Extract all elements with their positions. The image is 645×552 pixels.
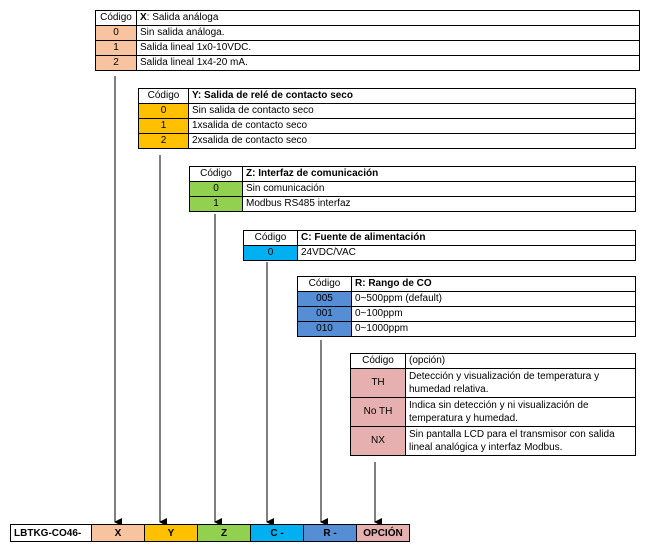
model-x: X — [91, 524, 145, 542]
code-header: Código — [95, 10, 137, 26]
table-title: Y: Salida de relé de contacto seco — [188, 88, 636, 104]
model-y: Y — [144, 524, 198, 542]
row-desc: Sin salida análoga. — [136, 25, 640, 41]
table-y-relay-output: Código Y: Salida de relé de contacto sec… — [138, 88, 636, 149]
row-code: NX — [350, 426, 406, 456]
row-code: TH — [350, 368, 406, 398]
model-z: Z — [197, 524, 251, 542]
row-desc: Salida lineal 1x4-20 mA. — [136, 55, 640, 71]
code-header: Código — [350, 353, 406, 369]
table-r-co-range: Código R: Rango de CO 005 0~500ppm (defa… — [297, 276, 636, 337]
row-code: 010 — [297, 321, 352, 337]
table-row: 1 Modbus RS485 interfaz — [189, 196, 636, 212]
table-row: 0 Sin salida análoga. — [95, 25, 640, 41]
table-row: NX Sin pantalla LCD para el transmisor c… — [350, 426, 636, 456]
title-prefix: X — [140, 12, 147, 23]
table-title: C: Fuente de alimentación — [297, 230, 636, 246]
model-c: C - — [250, 524, 304, 542]
row-desc: 0~100ppm — [351, 306, 636, 322]
row-desc: 2xsalida de contacto seco — [188, 133, 636, 149]
row-desc: 24VDC/VAC — [297, 245, 636, 261]
row-code: 0 — [95, 25, 137, 41]
code-header: Código — [297, 276, 352, 292]
table-row: 005 0~500ppm (default) — [297, 291, 636, 307]
row-desc: Sin comunicación — [242, 181, 636, 197]
row-desc: Detección y visualización de temperatura… — [405, 368, 636, 398]
row-desc: Sin salida de contacto seco — [188, 103, 636, 119]
row-code: 0 — [138, 103, 189, 119]
code-header: Código — [189, 166, 243, 182]
table-title: R: Rango de CO — [351, 276, 636, 292]
table-title: Z: Interfaz de comunicación — [242, 166, 636, 182]
model-option: OPCIÓN — [356, 524, 410, 542]
code-header: Código — [243, 230, 298, 246]
table-x-analog-output: Código X: Salida análoga 0 Sin salida an… — [95, 10, 640, 71]
row-code: 1 — [95, 40, 137, 56]
row-code: No TH — [350, 397, 406, 427]
table-title: (opción) — [405, 353, 636, 369]
table-row: TH Detección y visualización de temperat… — [350, 368, 636, 398]
row-desc: 1xsalida de contacto seco — [188, 118, 636, 134]
row-desc: 0~500ppm (default) — [351, 291, 636, 307]
table-row: 0 24VDC/VAC — [243, 245, 636, 261]
model-r: R - — [303, 524, 357, 542]
table-row: 0 Sin salida de contacto seco — [138, 103, 636, 119]
title-text: : Salida análoga — [146, 12, 219, 23]
row-desc: Modbus RS485 interfaz — [242, 196, 636, 212]
row-desc: Sin pantalla LCD para el transmisor con … — [405, 426, 636, 456]
row-code: 0 — [243, 245, 298, 261]
code-header: Código — [138, 88, 189, 104]
row-code: 0 — [189, 181, 243, 197]
table-row: No TH Indica sin detección y ni visualiz… — [350, 397, 636, 427]
table-row: 010 0~1000ppm — [297, 321, 636, 337]
row-code: 001 — [297, 306, 352, 322]
model-code-row: LBTKG-CO46- X Y Z C - R - OPCIÓN — [10, 524, 410, 542]
row-desc: Indica sin detección y ni visualización … — [405, 397, 636, 427]
table-title: X: Salida análoga — [136, 10, 640, 26]
table-option: Código (opción) TH Detección y visualiza… — [350, 353, 636, 456]
table-row: 1 1xsalida de contacto seco — [138, 118, 636, 134]
row-code: 2 — [95, 55, 137, 71]
row-desc: 0~1000ppm — [351, 321, 636, 337]
table-c-power-supply: Código C: Fuente de alimentación 0 24VDC… — [243, 230, 636, 261]
table-row: 2 Salida lineal 1x4-20 mA. — [95, 55, 640, 71]
table-z-communication: Código Z: Interfaz de comunicación 0 Sin… — [189, 166, 636, 212]
row-code: 1 — [189, 196, 243, 212]
row-code: 1 — [138, 118, 189, 134]
row-code: 2 — [138, 133, 189, 149]
table-row: 1 Salida lineal 1x0-10VDC. — [95, 40, 640, 56]
table-row: 0 Sin comunicación — [189, 181, 636, 197]
row-desc: Salida lineal 1x0-10VDC. — [136, 40, 640, 56]
model-prefix: LBTKG-CO46- — [10, 524, 92, 542]
table-row: 001 0~100ppm — [297, 306, 636, 322]
table-row: 2 2xsalida de contacto seco — [138, 133, 636, 149]
row-code: 005 — [297, 291, 352, 307]
